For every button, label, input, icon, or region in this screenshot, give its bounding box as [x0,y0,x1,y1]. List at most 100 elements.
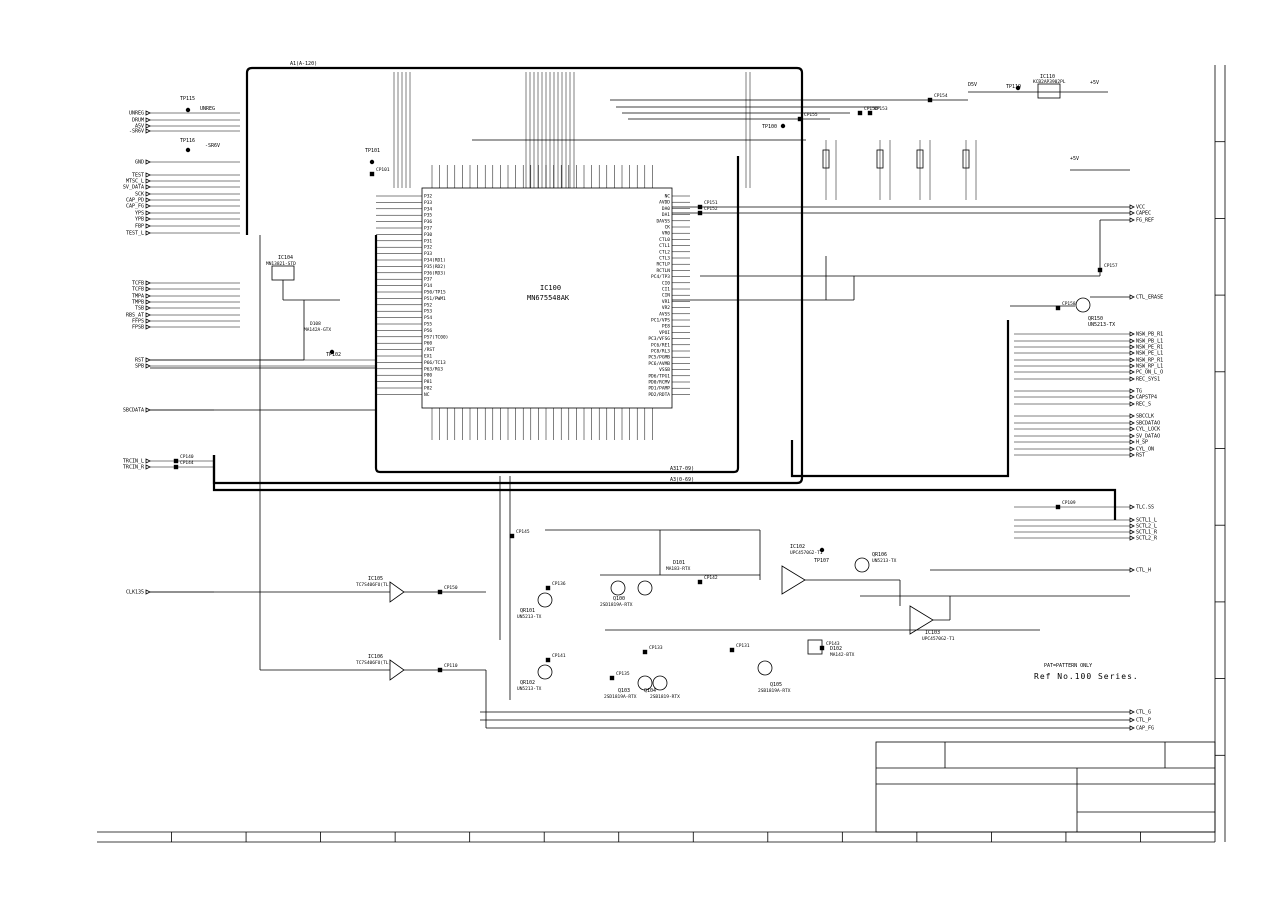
right-signal-label: NSW_PE_R1 [1136,345,1163,351]
right-signal-label: NSW_PE_L1 [1136,351,1163,357]
right-signal-label: PC_ON_L_O [1136,370,1163,376]
notes: PAT=PATTERN ONLY Ref No.100 Series. [1034,663,1138,681]
right-signal-arrow [1129,401,1135,407]
right-signal-arrow [1129,523,1135,529]
ic-right-pin-label: PD0/RCMV [648,380,670,386]
cp-point [927,97,933,103]
ic-right-pin-label: CTL0 [659,237,670,243]
right-signal-label: REC_SYS1 [1136,377,1160,383]
supply-d5v: D5V [968,82,977,88]
left-signal-label: -SR6V [129,129,144,135]
left-signal-arrow [145,197,151,203]
q103-part: 2SD1819A-RTX [604,694,637,700]
left-signal-label: GND [135,160,144,166]
right-signal-arrow [1129,439,1135,445]
right-signal-label: CAPSTP4 [1136,395,1157,401]
cp-point [797,116,803,122]
left-signal-label: YPB [135,217,144,223]
right-signal-arrow [1129,420,1135,426]
bus-label-top: A1(A-120) [290,61,317,67]
ic-left-pin-label: P60 [424,341,432,347]
qr150-ref: QR150 [1088,316,1103,322]
clock-buffers: IC105 TC7S406FU(TL) IC106 TC7S406FU(TL) [150,235,486,681]
right-signal-arrow [1129,529,1135,535]
left-signal-arrow [145,128,151,134]
cp-label: CP131 [736,643,750,649]
left-signal-arrow [145,230,151,236]
right-signal-label: SCTL1_L [1136,518,1157,524]
ic-right-pin-label: PD2/RDTA [648,392,670,398]
ic-left-pin-label: P36 [424,219,432,225]
left-signal-label: TEST [132,173,144,179]
ctl-erase-circuit: QR150 UN5213-TX [1010,296,1130,328]
left-signal-arrow [145,172,151,178]
tp100-label: TP100 [762,124,777,130]
supply-sr6v: -SR6V [205,143,220,149]
supply-5v-mid: +5V [1070,156,1079,162]
right-signal-arrow [1129,535,1135,541]
supply-5v-top: +5V [1090,80,1099,86]
ic-right-pin-label: RCTLP [656,262,670,268]
left-signal-label: FFPS [132,319,144,325]
left-signal-label: TRCIN_R [123,465,145,471]
qr150-part: UN5213-TX [1088,322,1115,328]
cp-label: CP145 [516,529,530,535]
upper-right-circuit: IC110 KCB2AP3902PL D5V +5V +5V [472,74,1130,301]
cp-point [697,579,703,585]
left-signal-arrow [145,184,151,190]
ic105-part: TC7S406FU(TL) [356,582,391,588]
ic-right-pin-label: DA1 [662,212,670,218]
pot-body [876,149,884,169]
tp102-label: TP102 [326,352,341,358]
ic-left-pin-label: P35 [424,213,432,219]
right-signal-label: NSW_PB_L1 [1136,339,1163,345]
cp-label: CP136 [552,581,566,587]
right-signal-label: RST [1136,453,1145,459]
cp-label: CP133 [649,645,663,651]
ic-right-pin-label: AVDD [659,200,670,206]
cp-label: CP143 [826,641,840,647]
pot-body [962,149,970,169]
ic-left-pin-label: P33 [424,200,432,206]
cp-points: CP101CP140CP144CP150CP151CP152CP153CP154… [173,93,1118,681]
ic-right-pin-label: VR0 [662,231,670,237]
left-signal-arrow [145,464,151,470]
ic-left-pin-label: P32 [424,194,432,200]
right-signal-label: CAPEC [1136,211,1151,217]
qr102-ref: QR102 [520,680,535,686]
left-signal-label: SCK [135,192,144,198]
left-signal-label: DRUM [132,118,144,124]
ic-right-pin-label: PE8 [662,324,670,330]
tp107-label: TP107 [814,558,829,564]
cp-point [857,110,863,116]
cp-point [545,657,551,663]
main-ic: IC100 MN675548AK P32P33P34P35P36P37P30P3… [376,165,690,440]
ic110-part: KCB2AP3902PL [1033,79,1066,85]
cp-point [697,204,703,210]
ic-right-pin-label: RCTLN [656,268,670,274]
q105-part: 2SB1819A-RTX [758,688,791,694]
right-signal-label: REC_S [1136,402,1151,408]
right-signal-label: SBCCLK [1136,414,1154,420]
right-signal-arrow [1129,369,1135,375]
ic-left-pin-label: EX1 [424,354,432,360]
right-signal-arrow [1129,717,1135,723]
left-signal-arrow [145,216,151,222]
ic104-ref: IC104 [278,255,293,261]
cp-point [437,589,443,595]
cp-point [1055,504,1061,510]
cp-label: CP110 [444,663,458,669]
left-signal-arrow [145,191,151,197]
right-signal-arrow [1129,357,1135,363]
frame-ticks [171,141,1225,842]
ic-right-pin-label: AVSS [659,311,670,317]
ic-right-pins: NCAVDDDA0DA1DAVSSCKVR0CTL0CTL1CTL2CTL3RC… [648,194,690,398]
d102-ref: D102 [830,646,842,652]
left-signal-label: TCFB [132,287,144,293]
right-signal-label: SCTL2_L [1136,524,1157,530]
ic-right-pin-label: NC [665,194,671,200]
right-signal-arrow [1129,204,1135,210]
left-signal-arrow [145,203,151,209]
right-signal-arrow [1129,709,1135,715]
left-signal-arrow [145,299,151,305]
